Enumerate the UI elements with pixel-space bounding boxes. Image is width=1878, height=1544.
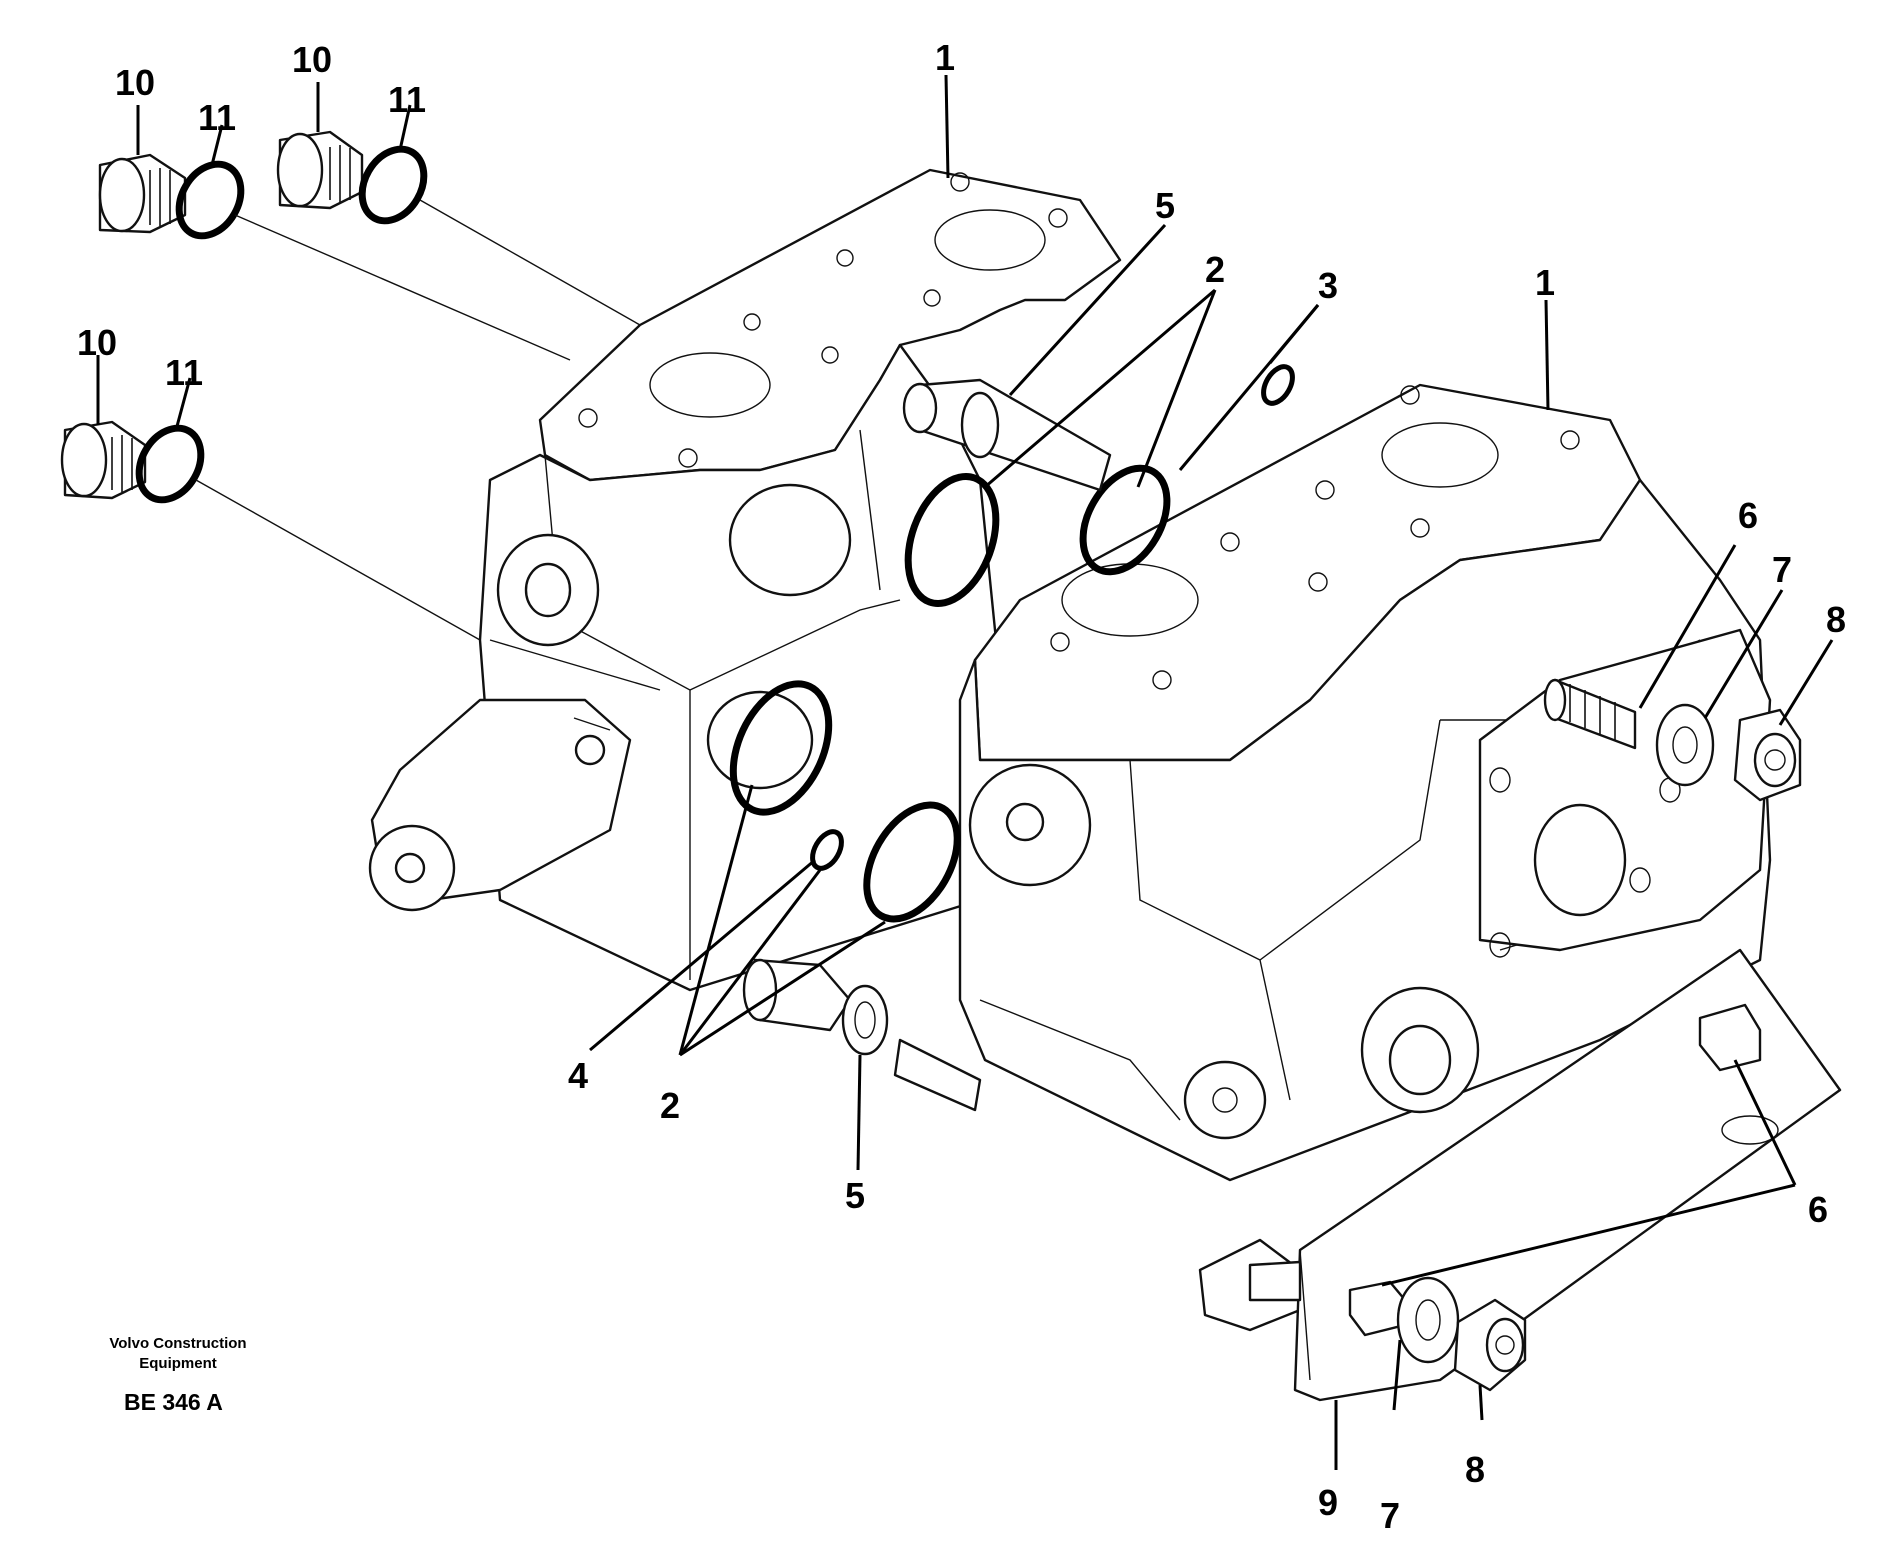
callout-7-upper: 7 [1772, 549, 1792, 590]
plug-10-top-middle [276, 130, 364, 210]
fasteners-and-seals [60, 130, 1802, 1392]
callout-4: 4 [568, 1055, 588, 1096]
callout-1-left: 1 [935, 37, 955, 78]
callout-6-upper: 6 [1738, 495, 1758, 536]
callout-6-lower: 6 [1808, 1189, 1828, 1230]
publisher-line-2: Equipment [139, 1355, 217, 1372]
leader-lines [96, 74, 1834, 1470]
figure-caption: Volvo Construction Equipment BE 346 A [109, 1335, 246, 1415]
callout-11-top-middle: 11 [388, 79, 426, 120]
callout-8-upper: 8 [1826, 599, 1846, 640]
callout-9: 9 [1318, 1482, 1338, 1523]
callout-3: 3 [1318, 265, 1338, 306]
callout-11-top-left: 11 [198, 97, 236, 138]
callout-11-lower-left: 11 [165, 352, 203, 393]
callout-10-top-middle: 10 [292, 39, 332, 80]
callout-8-lower: 8 [1465, 1449, 1485, 1490]
callout-2-upper: 2 [1205, 249, 1225, 290]
plug-10-top-left [98, 153, 187, 234]
valve-block-right [958, 383, 1842, 1402]
callout-7-lower: 7 [1380, 1495, 1400, 1536]
publisher-line-1: Volvo Construction [109, 1335, 246, 1352]
callout-1-right: 1 [1535, 262, 1555, 303]
plug-10-lower-left [60, 420, 147, 500]
callout-2-lower: 2 [660, 1085, 680, 1126]
callout-5-upper: 5 [1155, 185, 1175, 226]
callout-labels: 1 1 2 2 3 4 5 5 6 6 7 7 8 8 9 10 10 10 1… [77, 37, 1846, 1536]
callout-10-lower-left: 10 [77, 322, 117, 363]
figure-code: BE 346 A [124, 1389, 223, 1415]
callout-10-top-left: 10 [115, 62, 155, 103]
callout-5-lower: 5 [845, 1175, 865, 1216]
